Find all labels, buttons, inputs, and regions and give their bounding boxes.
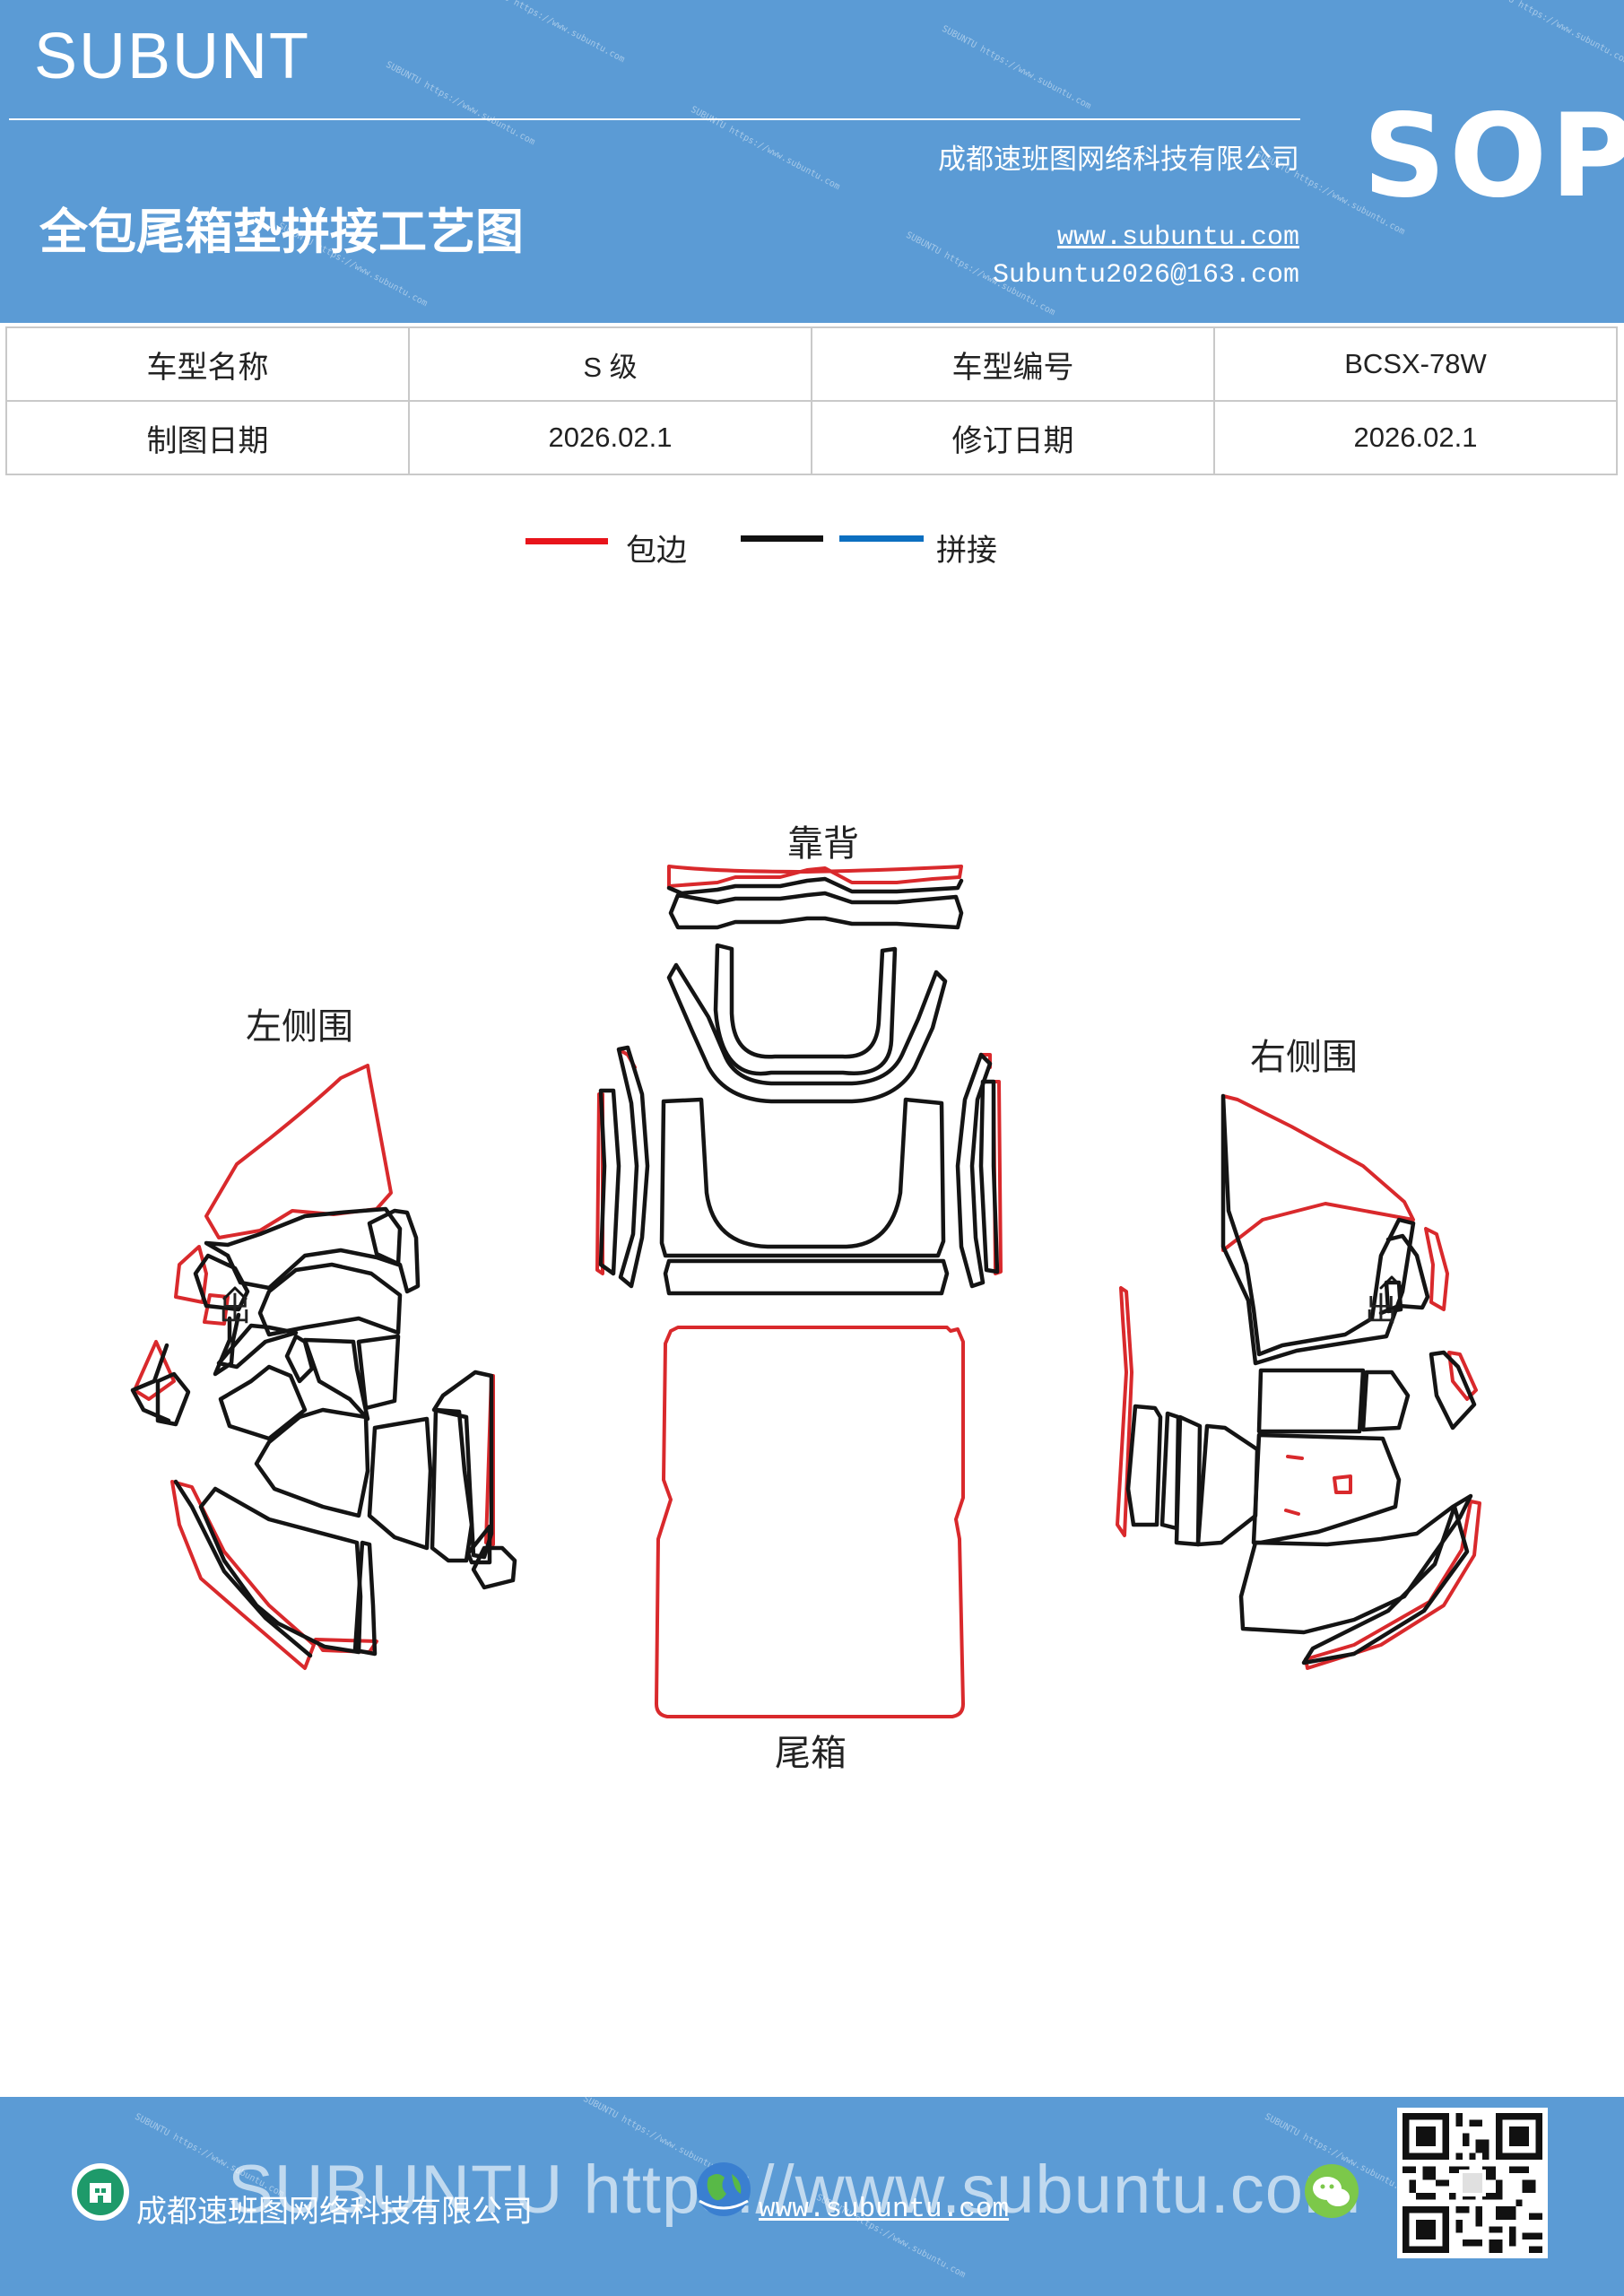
legend-splice-line	[839, 535, 924, 542]
left-out-arrow	[222, 1286, 248, 1300]
right-side-edge-bottom	[1304, 1500, 1481, 1670]
right-panel-strips-c	[1174, 1414, 1203, 1547]
building-icon	[72, 2163, 129, 2221]
left-panel-o	[465, 1524, 492, 1565]
model-name-value: S 级	[408, 326, 812, 402]
right-panel-main	[1220, 1093, 1416, 1366]
vehicle-info-table: 车型名称 S 级 车型编号 BCSX-78W 制图日期 2026.02.1 修订…	[5, 326, 1618, 475]
brand-logo-text: SUBUNT	[34, 21, 311, 92]
sop-badge: SOP	[1363, 90, 1624, 223]
model-name-label: 车型名称	[5, 326, 410, 402]
left-panel-g	[356, 1334, 401, 1411]
backrest-left-strip-inner	[598, 1088, 621, 1276]
backrest-u-inner	[713, 943, 898, 1076]
left-side-edge-lower	[133, 1340, 176, 1401]
globe-icon	[697, 2162, 751, 2216]
legend-seam-line	[741, 535, 823, 542]
qr-code	[1397, 2108, 1548, 2258]
left-panel-strip	[173, 1479, 313, 1658]
legend-splice-label: 拼接	[936, 533, 997, 569]
model-code-value: BCSX-78W	[1213, 326, 1618, 402]
table-row: 制图日期 2026.02.1 修订日期 2026.02.1	[5, 400, 1618, 475]
legend-edge-label: 包边	[626, 533, 687, 569]
trunk-label: 尾箱	[775, 1733, 847, 1774]
left-panel-h	[218, 1364, 308, 1441]
wechat-icon	[1305, 2164, 1359, 2218]
right-side-edge-bumps	[1424, 1227, 1449, 1311]
trunk-floor-outline	[655, 1326, 965, 1718]
right-panel-strips-a	[1125, 1404, 1163, 1527]
right-panel-row-b	[1360, 1370, 1411, 1432]
backrest-left-strip-outer	[616, 1045, 650, 1289]
left-panel-c	[213, 1312, 241, 1377]
right-panel-mid	[1251, 1432, 1402, 1545]
right-side-edge-top	[1221, 1094, 1415, 1252]
backrest-label: 靠背	[787, 823, 859, 865]
right-panel-row	[1256, 1368, 1366, 1434]
left-panel-l	[367, 1416, 433, 1551]
right-out-label: 出	[1365, 1292, 1397, 1328]
left-panel-d	[216, 1323, 299, 1370]
right-panel-row-c	[1429, 1350, 1477, 1431]
backrest-right-strip-inner	[978, 1079, 1000, 1274]
right-side-clip-mark	[1284, 1509, 1300, 1516]
table-row: 车型名称 S 级 车型编号 BCSX-78W	[5, 326, 1618, 402]
backrest-main-panel	[659, 1097, 946, 1258]
left-panel-i	[155, 1371, 191, 1427]
left-out-label: 出	[219, 1292, 251, 1328]
backrest-bottom-strip	[663, 1258, 950, 1296]
right-panel-strips-d	[1195, 1423, 1260, 1547]
header-divider	[9, 118, 1300, 120]
left-panel-m	[430, 1407, 474, 1563]
footer-company-name: 成都速班图网络科技有限公司	[136, 2194, 533, 2230]
company-name: 成都速班图网络科技有限公司	[938, 144, 1299, 176]
left-panel-k	[254, 1407, 370, 1518]
left-panel-a	[193, 1253, 250, 1312]
left-panel-q	[352, 1540, 378, 1657]
model-code-label: 车型编号	[811, 326, 1215, 402]
drawing-date-value: 2026.02.1	[408, 400, 812, 475]
backrest-strip	[666, 876, 964, 896]
left-panel-r	[471, 1545, 517, 1590]
footer-website-link[interactable]: www.subuntu.com	[759, 2194, 1010, 2225]
left-side-label: 左侧围	[246, 1006, 353, 1048]
right-side-label: 右侧围	[1250, 1037, 1358, 1078]
footer-watermark: SUBUNTU https://www.subuntu.com	[228, 2152, 1362, 2228]
drawing-date-label: 制图日期	[5, 400, 410, 475]
right-side-clip-mark	[1333, 1474, 1352, 1494]
right-side-edge-left	[1116, 1286, 1133, 1537]
right-side-clip-mark	[1286, 1455, 1304, 1460]
header-banner: SUBUNTU https://www.subuntu.com SUBUNTU …	[0, 0, 1624, 323]
left-side-edge-small	[203, 1293, 230, 1326]
right-out-arrow	[1379, 1275, 1404, 1290]
page-title: 全包尾箱垫拼接工艺图	[39, 203, 524, 260]
backrest-u-outer	[666, 962, 948, 1104]
left-panel-p	[198, 1486, 363, 1655]
backrest-lower-strip	[668, 891, 964, 930]
legend-edge-line	[525, 538, 608, 544]
left-side-edge-bump	[174, 1245, 208, 1304]
right-panel-bracket	[1384, 1280, 1403, 1314]
website-link[interactable]: www.subuntu.com	[1056, 222, 1299, 253]
email-address[interactable]: Subuntu2026@163.com	[992, 260, 1299, 291]
revision-date-label: 修订日期	[811, 400, 1215, 475]
backrest-top-edge	[667, 865, 963, 888]
left-panel-cap	[367, 1208, 421, 1294]
right-panel-lower-b	[1301, 1504, 1470, 1665]
left-panel-n	[431, 1370, 494, 1560]
left-panel-j	[130, 1343, 171, 1423]
revision-date-value: 2026.02.1	[1213, 400, 1618, 475]
